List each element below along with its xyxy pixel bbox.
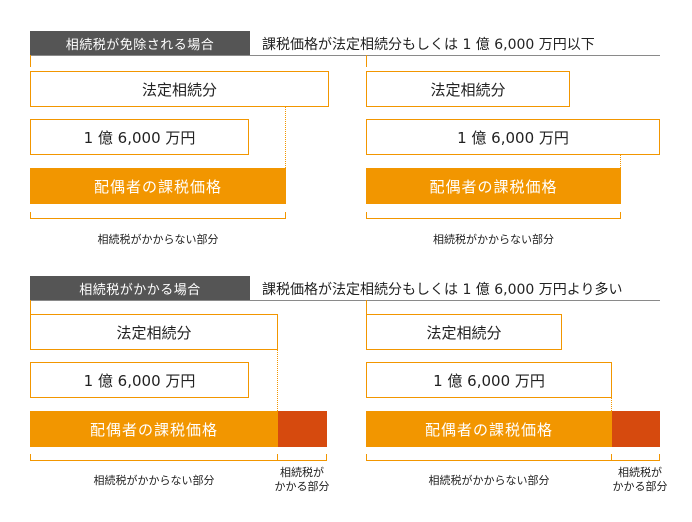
diagram-3-statutory-share-box: 法定相続分	[30, 314, 278, 350]
diagram-4-statutory-share-box: 法定相続分	[366, 314, 562, 350]
diagram-1-boundary-line	[285, 107, 286, 168]
diagram-2-statutory-share-box: 法定相続分	[366, 71, 570, 107]
diagram-4-left-edge	[366, 300, 367, 314]
diagram-1-threshold-box: 1 億 6,000 万円	[30, 119, 249, 155]
diagram-3-brace-right	[326, 454, 327, 460]
diagram-2-brace-right	[620, 212, 621, 218]
section-exempt-rule	[30, 55, 660, 56]
diagram-1-spouse-value-bar: 配偶者の課税価格	[30, 168, 286, 204]
diagram-3-taxed-caption: 相続税が かかる部分	[270, 466, 334, 494]
diagram-4-spouse-value-bar: 配偶者の課税価格	[366, 411, 612, 447]
diagram-2-brace-left	[366, 212, 367, 218]
diagram-3-threshold-box: 1 億 6,000 万円	[30, 362, 249, 398]
diagram-2-left-edge	[366, 55, 367, 67]
diagram-3-brace	[30, 460, 327, 461]
diagram-4-not-taxed-caption: 相続税がかからない部分	[428, 474, 550, 487]
diagram-3-brace-mid	[277, 454, 278, 460]
diagram-3-brace-left	[30, 454, 31, 460]
section-exempt-tag: 相続税が免除される場合	[30, 31, 250, 55]
diagram-3-not-taxed-caption: 相続税がかからない部分	[93, 474, 215, 487]
diagram-4-brace-mid	[611, 454, 612, 460]
diagram-3-taxed-segment	[278, 411, 327, 447]
diagram-3-taxed-caption-line1: 相続税が	[280, 466, 324, 479]
diagram-3-left-edge	[30, 300, 31, 314]
section-exempt-headline: 課税価格が法定相続分もしくは 1 億 6,000 万円以下	[262, 37, 595, 53]
diagram-4-taxed-caption-line2: かかる部分	[612, 480, 668, 493]
section-taxed-rule	[30, 300, 660, 301]
diagram-4-taxed-caption: 相続税が かかる部分	[608, 466, 672, 494]
diagram-1-brace-right	[285, 212, 286, 218]
diagram-3-boundary-line	[277, 350, 278, 411]
diagram-3-spouse-value-bar: 配偶者の課税価格	[30, 411, 278, 447]
diagram-1-brace-left	[30, 212, 31, 218]
diagram-1-brace	[30, 218, 286, 219]
diagram-4-threshold-box: 1 億 6,000 万円	[366, 362, 612, 398]
diagram-1-left-edge	[30, 55, 31, 67]
diagram-4-taxed-segment	[612, 411, 660, 447]
section-taxed-headline: 課税価格が法定相続分もしくは 1 億 6,000 万円より多い	[262, 282, 623, 298]
diagram-4-brace	[366, 460, 660, 461]
diagram-4-brace-right	[659, 454, 660, 460]
diagram-3-taxed-caption-line2: かかる部分	[274, 480, 330, 493]
diagram-2-boundary-line	[620, 155, 621, 168]
diagram-4-boundary-line	[611, 398, 612, 411]
diagram-4-taxed-caption-line1: 相続税が	[618, 466, 662, 479]
diagram-1-statutory-share-box: 法定相続分	[30, 71, 329, 107]
section-taxed-tag: 相続税がかかる場合	[30, 276, 250, 300]
diagram-2-brace	[366, 218, 621, 219]
diagram-2-threshold-box: 1 億 6,000 万円	[366, 119, 660, 155]
diagram-1-not-taxed-caption: 相続税がかからない部分	[97, 233, 219, 246]
diagram-2-spouse-value-bar: 配偶者の課税価格	[366, 168, 621, 204]
diagram-4-brace-left	[366, 454, 367, 460]
diagram-2-not-taxed-caption: 相続税がかからない部分	[433, 233, 554, 246]
